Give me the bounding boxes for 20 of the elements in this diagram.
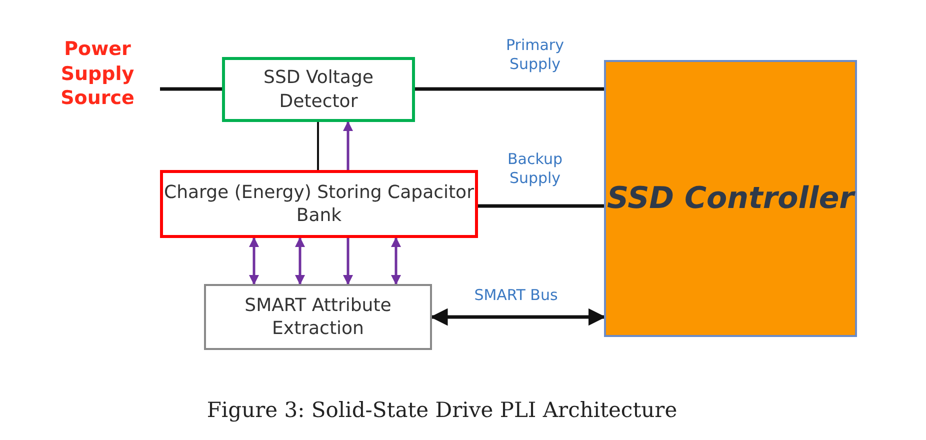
capacitor-bank-box — [160, 170, 478, 238]
controller-box — [604, 60, 857, 337]
connector-line — [317, 122, 319, 170]
arrow — [249, 237, 259, 285]
box-label: Charge (Energy) Storing Capacitor Bank — [163, 180, 475, 228]
power-source-label: Power Supply Source — [60, 36, 136, 112]
extraction-box — [204, 284, 432, 350]
arrow — [343, 238, 353, 285]
arrow — [391, 237, 401, 285]
arrow — [430, 308, 606, 326]
connector-line — [478, 204, 604, 208]
figure-caption: Figure 3: Solid-State Drive PLI Architecture — [206, 398, 678, 422]
box-label: SSD Voltage Detector — [262, 66, 374, 113]
arrow — [343, 121, 353, 170]
box-label: SMART Attribute Extraction — [244, 294, 392, 340]
connector-line — [415, 87, 604, 91]
arrow — [295, 237, 305, 285]
box-label: SSD Controller — [607, 180, 854, 218]
connector-line — [160, 87, 222, 91]
detector-box — [222, 57, 415, 122]
